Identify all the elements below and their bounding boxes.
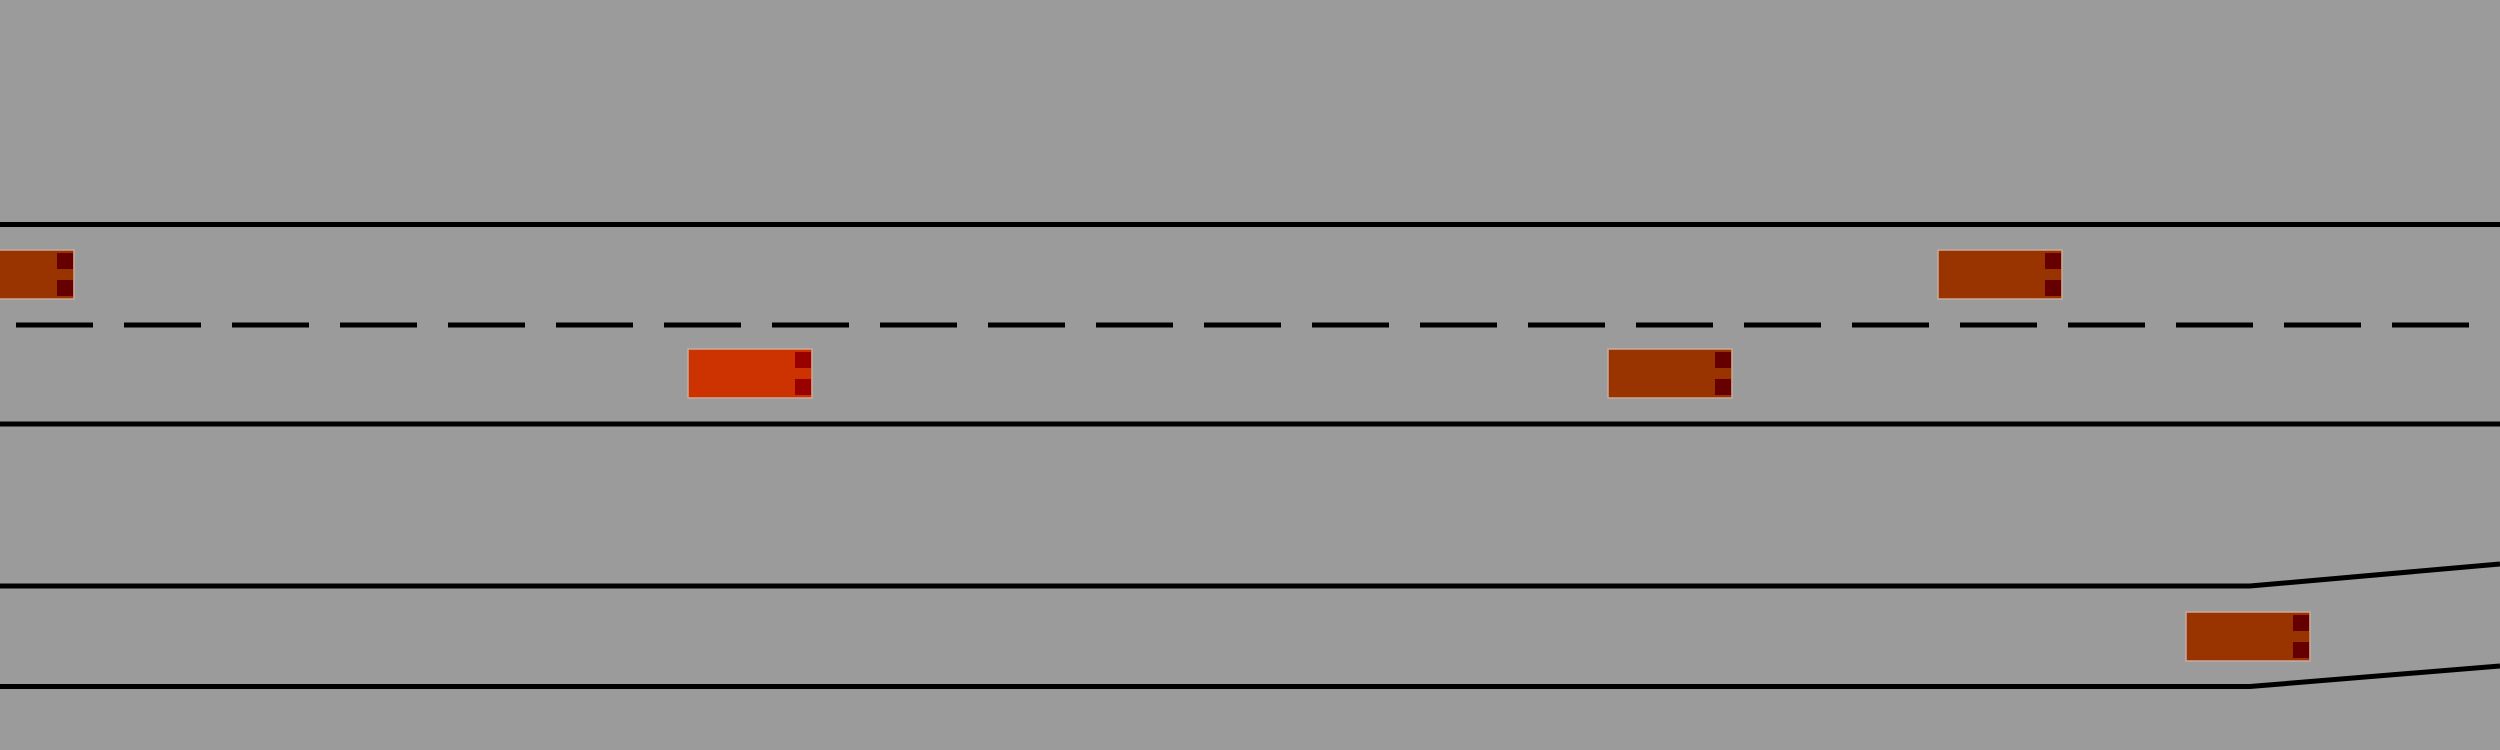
vehicle-top-right (1937, 249, 2063, 300)
vehicle-headlight-top (1715, 352, 1731, 368)
vehicle-top-left (0, 249, 75, 300)
side-road (0, 561, 2500, 689)
main-road (0, 222, 2500, 427)
side-road-bottom-edge (0, 663, 2500, 689)
vehicle-headlight-top (2293, 615, 2309, 631)
vehicle-headlight-bottom (795, 379, 811, 395)
vehicle-headlight-bottom (2045, 280, 2061, 296)
vehicle-middle (1607, 348, 1733, 399)
vehicle-headlight-bottom (2293, 642, 2309, 658)
side-road-top-edge (0, 561, 2500, 589)
vehicle-ego (687, 348, 813, 399)
vehicle-headlight-bottom (57, 280, 73, 296)
vehicle-headlight-top (795, 352, 811, 368)
vehicle-headlight-top (57, 253, 73, 269)
vehicle-body (1607, 348, 1733, 399)
vehicles (0, 249, 2311, 662)
vehicle-body (2185, 611, 2311, 662)
vehicle-side-road (2185, 611, 2311, 662)
vehicle-body (1937, 249, 2063, 300)
vehicle-headlight-bottom (1715, 379, 1731, 395)
vehicle-headlight-top (2045, 253, 2061, 269)
vehicle-body (687, 348, 813, 399)
